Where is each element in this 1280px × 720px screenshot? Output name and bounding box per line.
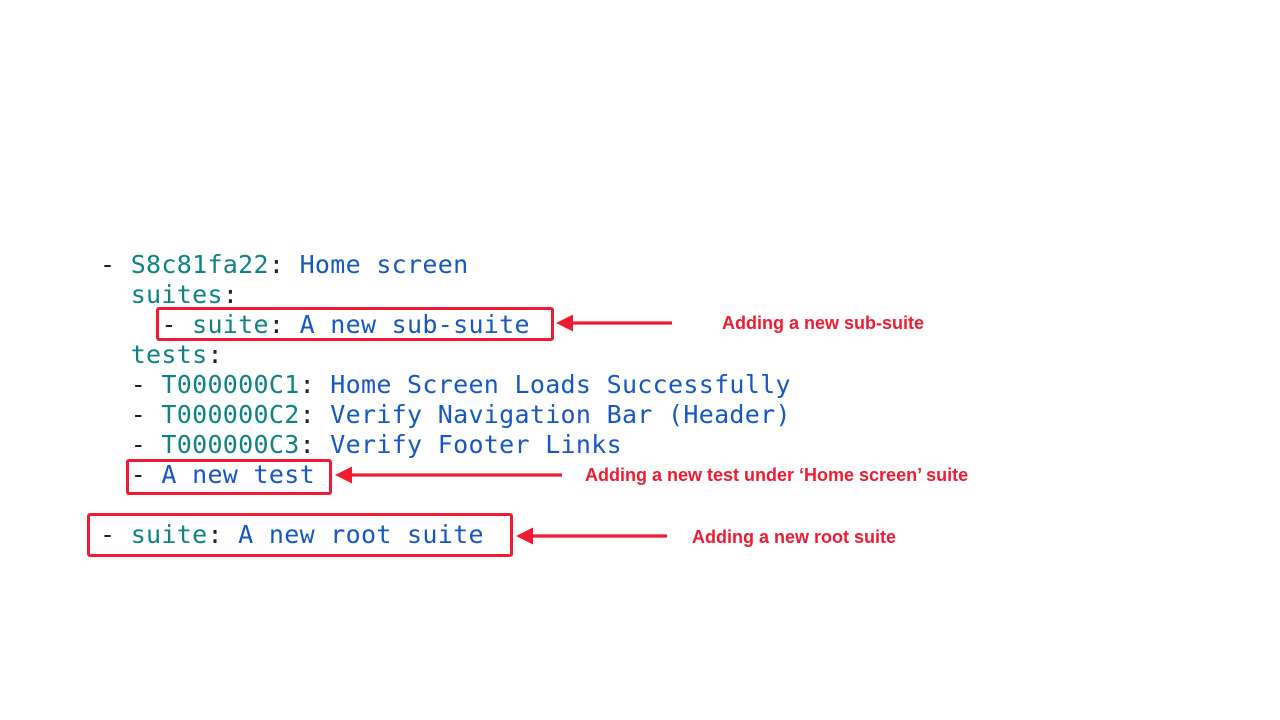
yaml-dash: - [130, 370, 162, 399]
left-arrow-icon [335, 466, 562, 484]
yaml-value: Home screen [299, 250, 469, 279]
yaml-code-block: - S8c81fa22: Home screen suites: - suite… [100, 250, 791, 550]
yaml-value: Verify Navigation Bar (Header) [330, 400, 791, 429]
yaml-indent [100, 310, 161, 339]
left-arrow-icon [516, 527, 667, 545]
yaml-dash: - [130, 430, 162, 459]
yaml-colon: : [299, 370, 331, 399]
highlight-box-new-test [126, 459, 332, 495]
yaml-line-suite-id: - S8c81fa22: Home screen [100, 250, 791, 280]
yaml-value: A new test [161, 460, 315, 489]
yaml-key: tests [130, 340, 208, 369]
yaml-key: S8c81fa22 [130, 250, 269, 279]
yaml-colon: : [299, 400, 331, 429]
yaml-line-new-root-suite: - suite: A new root suite [100, 520, 791, 550]
yaml-dash: - [130, 400, 162, 429]
yaml-value: A new root suite [238, 520, 484, 549]
yaml-dash: - [130, 460, 162, 489]
yaml-indent [100, 370, 131, 399]
annotation-label-new-root-suite: Adding a new root suite [692, 527, 897, 547]
yaml-value: Home Screen Loads Successfully [330, 370, 791, 399]
yaml-indent [100, 280, 131, 309]
yaml-colon: : [299, 430, 331, 459]
yaml-line-test-2: - T000000C2: Verify Navigation Bar (Head… [100, 400, 791, 430]
yaml-key: suite [192, 310, 269, 339]
yaml-line-test-3: - T000000C3: Verify Footer Links [100, 430, 791, 460]
highlight-box-new-sub-suite [156, 307, 554, 341]
yaml-value: A new sub-suite [299, 310, 530, 339]
yaml-colon: : [268, 250, 300, 279]
annotation-label-new-test: Adding a new test under ‘Home screen’ su… [585, 465, 969, 485]
yaml-line-new-sub-suite: - suite: A new sub-suite [100, 310, 791, 340]
yaml-colon: : [268, 310, 300, 339]
yaml-indent [100, 340, 131, 369]
annotation-label-new-sub-suite: Adding a new sub-suite [722, 313, 925, 333]
yaml-line-tests-key: tests: [100, 340, 791, 370]
yaml-key: T000000C3 [161, 430, 300, 459]
yaml-line-new-test: - A new test [100, 460, 791, 490]
left-arrow-icon [556, 314, 672, 332]
yaml-colon: : [207, 340, 223, 369]
yaml-indent [100, 400, 131, 429]
highlight-box-new-root-suite [87, 513, 513, 557]
yaml-dash: - [161, 310, 193, 339]
yaml-colon: : [207, 520, 239, 549]
yaml-key: T000000C1 [161, 370, 300, 399]
yaml-dash: - [100, 250, 131, 279]
yaml-value: Verify Footer Links [330, 430, 622, 459]
yaml-key: suites [130, 280, 223, 309]
yaml-line-suites-key: suites: [100, 280, 791, 310]
yaml-line-test-1: - T000000C1: Home Screen Loads Successfu… [100, 370, 791, 400]
yaml-dash: - [100, 520, 131, 549]
yaml-key: T000000C2 [161, 400, 300, 429]
yaml-key: suite [130, 520, 208, 549]
yaml-colon: : [222, 280, 239, 309]
yaml-indent [100, 430, 131, 459]
